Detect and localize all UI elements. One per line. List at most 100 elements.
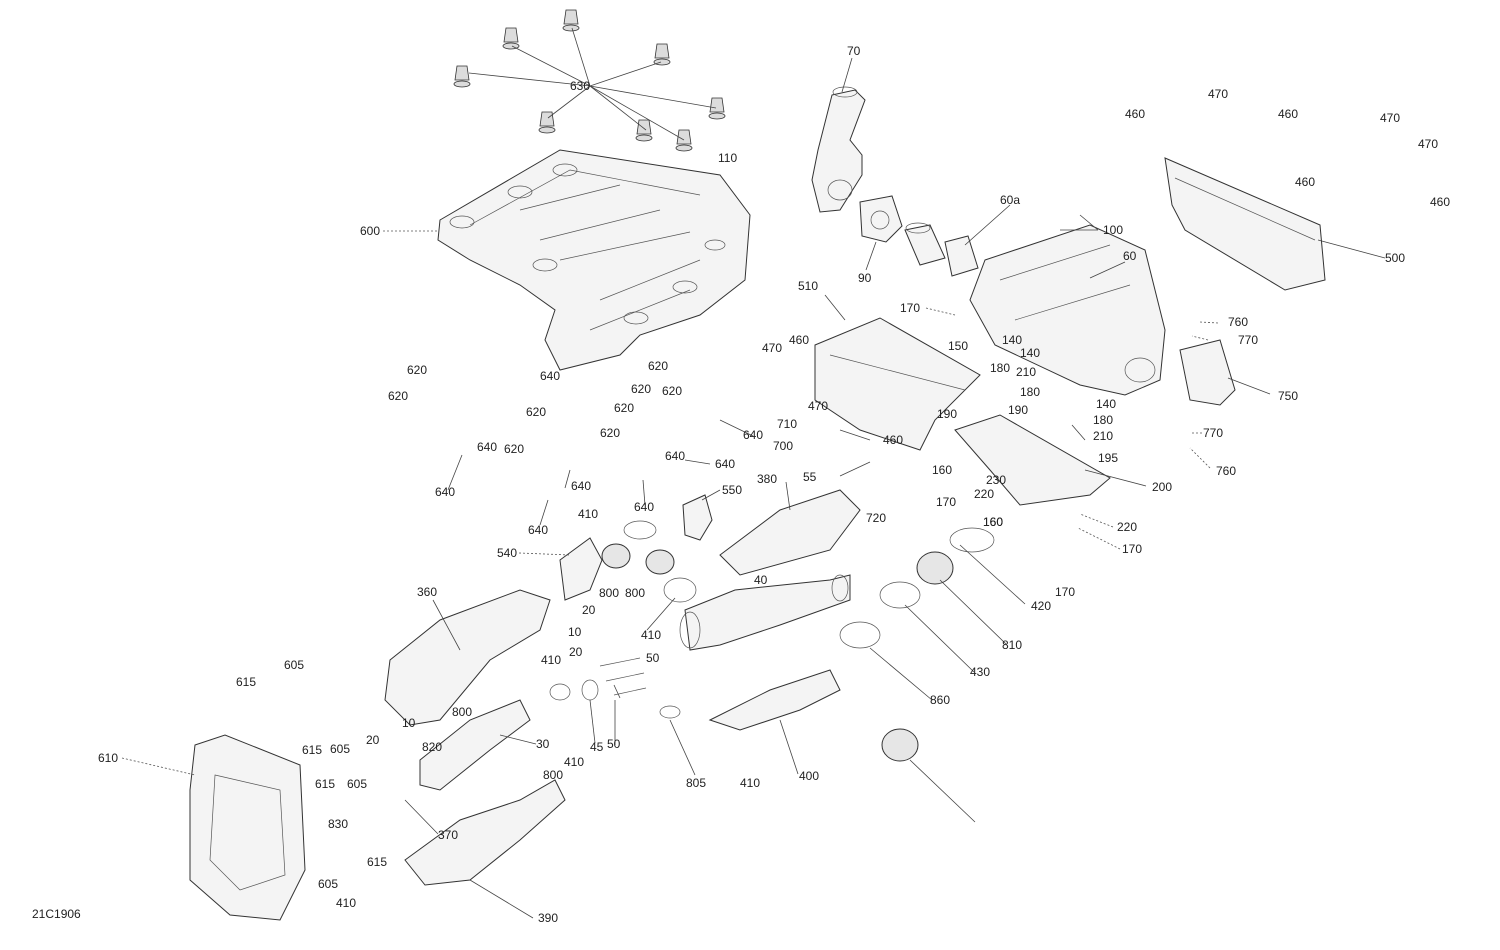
callout: 800 xyxy=(625,586,645,600)
springs-50 xyxy=(599,657,647,696)
callout: 640 xyxy=(715,457,735,471)
pipe-30 xyxy=(419,699,531,791)
clamps-upper xyxy=(601,520,697,603)
callout: 170 xyxy=(936,495,956,509)
callout: 20 xyxy=(582,603,596,617)
callout: 220 xyxy=(974,487,994,501)
callout: 460 xyxy=(1430,195,1450,209)
callout: 620 xyxy=(600,426,620,440)
callout: 860 xyxy=(930,693,950,707)
callout: 605 xyxy=(284,658,304,672)
plate-610 xyxy=(189,734,306,921)
callout: 10 xyxy=(402,716,416,730)
outlet-pipe-70 xyxy=(811,86,866,213)
callout: 390 xyxy=(538,911,558,925)
callout: 470 xyxy=(1418,137,1438,151)
callout: 110 xyxy=(718,151,737,165)
bracket-200 xyxy=(954,414,1111,506)
callout: 20 xyxy=(569,645,583,659)
callout: 40 xyxy=(754,573,768,587)
part-illustrations xyxy=(189,9,1326,921)
callout: 620 xyxy=(614,401,634,415)
joint-tube xyxy=(904,222,946,266)
callout: 230 xyxy=(986,473,1006,487)
callout: 170 xyxy=(1122,542,1142,556)
callout: 770 xyxy=(1238,333,1258,347)
push-rivets-630 xyxy=(453,9,726,152)
callout: 640 xyxy=(435,485,455,499)
callout: 160 xyxy=(932,463,952,477)
callout: 470 xyxy=(1380,111,1400,125)
callout: 410 xyxy=(641,628,661,642)
callout: 160 xyxy=(983,515,1003,529)
callout: 370 xyxy=(438,828,458,842)
callout: 140 xyxy=(1002,333,1022,347)
callout: 800 xyxy=(599,586,619,600)
callout: 460 xyxy=(883,433,903,447)
callout: 750 xyxy=(1278,389,1298,403)
callout: 470 xyxy=(1208,87,1228,101)
muffler-60 xyxy=(969,224,1166,396)
callout: 640 xyxy=(665,449,685,463)
heat-shield-380 xyxy=(719,489,861,576)
callout: 720 xyxy=(866,511,886,525)
callout: 820 xyxy=(422,740,442,754)
callout: 640 xyxy=(477,440,497,454)
callout: 460 xyxy=(789,333,809,347)
callout: 615 xyxy=(236,675,256,689)
callout: 620 xyxy=(631,382,651,396)
callout: 180 xyxy=(1020,385,1040,399)
callout: 615 xyxy=(315,777,335,791)
callout: 640 xyxy=(540,369,560,383)
callout: 190 xyxy=(937,407,957,421)
callout: 760 xyxy=(1216,464,1236,478)
callout: 170 xyxy=(1055,585,1075,599)
callout: 210 xyxy=(1093,429,1113,443)
callout: 410 xyxy=(740,776,760,790)
callout-labels: 70 630 110 460 470 460 470 470 460 460 6… xyxy=(98,44,1450,925)
callout: 615 xyxy=(302,743,322,757)
pipe-360 xyxy=(384,589,551,726)
callout: 810 xyxy=(1002,638,1022,652)
callout: 180 xyxy=(990,361,1010,375)
callout: 50 xyxy=(646,651,660,665)
callout: 770 xyxy=(1203,426,1223,440)
callout: 620 xyxy=(526,405,546,419)
callout: 640 xyxy=(528,523,548,537)
callout: 45 xyxy=(590,740,604,754)
drawing-code: 21C1906 xyxy=(32,907,81,921)
callout: 760 xyxy=(1228,315,1248,329)
callout: 410 xyxy=(336,896,356,910)
callout: 10 xyxy=(568,625,582,639)
callout: 55 xyxy=(803,470,817,484)
callout: 620 xyxy=(388,389,408,403)
callout: 620 xyxy=(662,384,682,398)
callout: 500 xyxy=(1385,251,1405,265)
callout: 630 xyxy=(570,79,590,93)
callout: 360 xyxy=(417,585,437,599)
callout: 510 xyxy=(798,279,818,293)
callout: 605 xyxy=(318,877,338,891)
gasket-60a xyxy=(944,235,979,277)
skid-plate-600 xyxy=(437,149,751,371)
pipe-40 xyxy=(679,574,851,651)
callout: 60a xyxy=(1000,193,1020,207)
callout: 195 xyxy=(1098,451,1118,465)
callout: 610 xyxy=(98,751,118,765)
callout: 30 xyxy=(536,737,550,751)
callout: 200 xyxy=(1152,480,1172,494)
heat-shield-510 xyxy=(814,317,981,451)
callout: 100 xyxy=(1103,223,1123,237)
callout: 60 xyxy=(1123,249,1137,263)
callout: 70 xyxy=(847,44,861,58)
callout: 540 xyxy=(497,546,517,560)
shield-390 xyxy=(708,669,841,731)
callout: 400 xyxy=(799,769,819,783)
callout: 710 xyxy=(777,417,797,431)
callout: 470 xyxy=(808,399,828,413)
callout: 140 xyxy=(1020,346,1040,360)
shield-540 xyxy=(559,537,603,601)
callout: 430 xyxy=(970,665,990,679)
callout: 830 xyxy=(328,817,348,831)
callout: 600 xyxy=(360,224,380,238)
